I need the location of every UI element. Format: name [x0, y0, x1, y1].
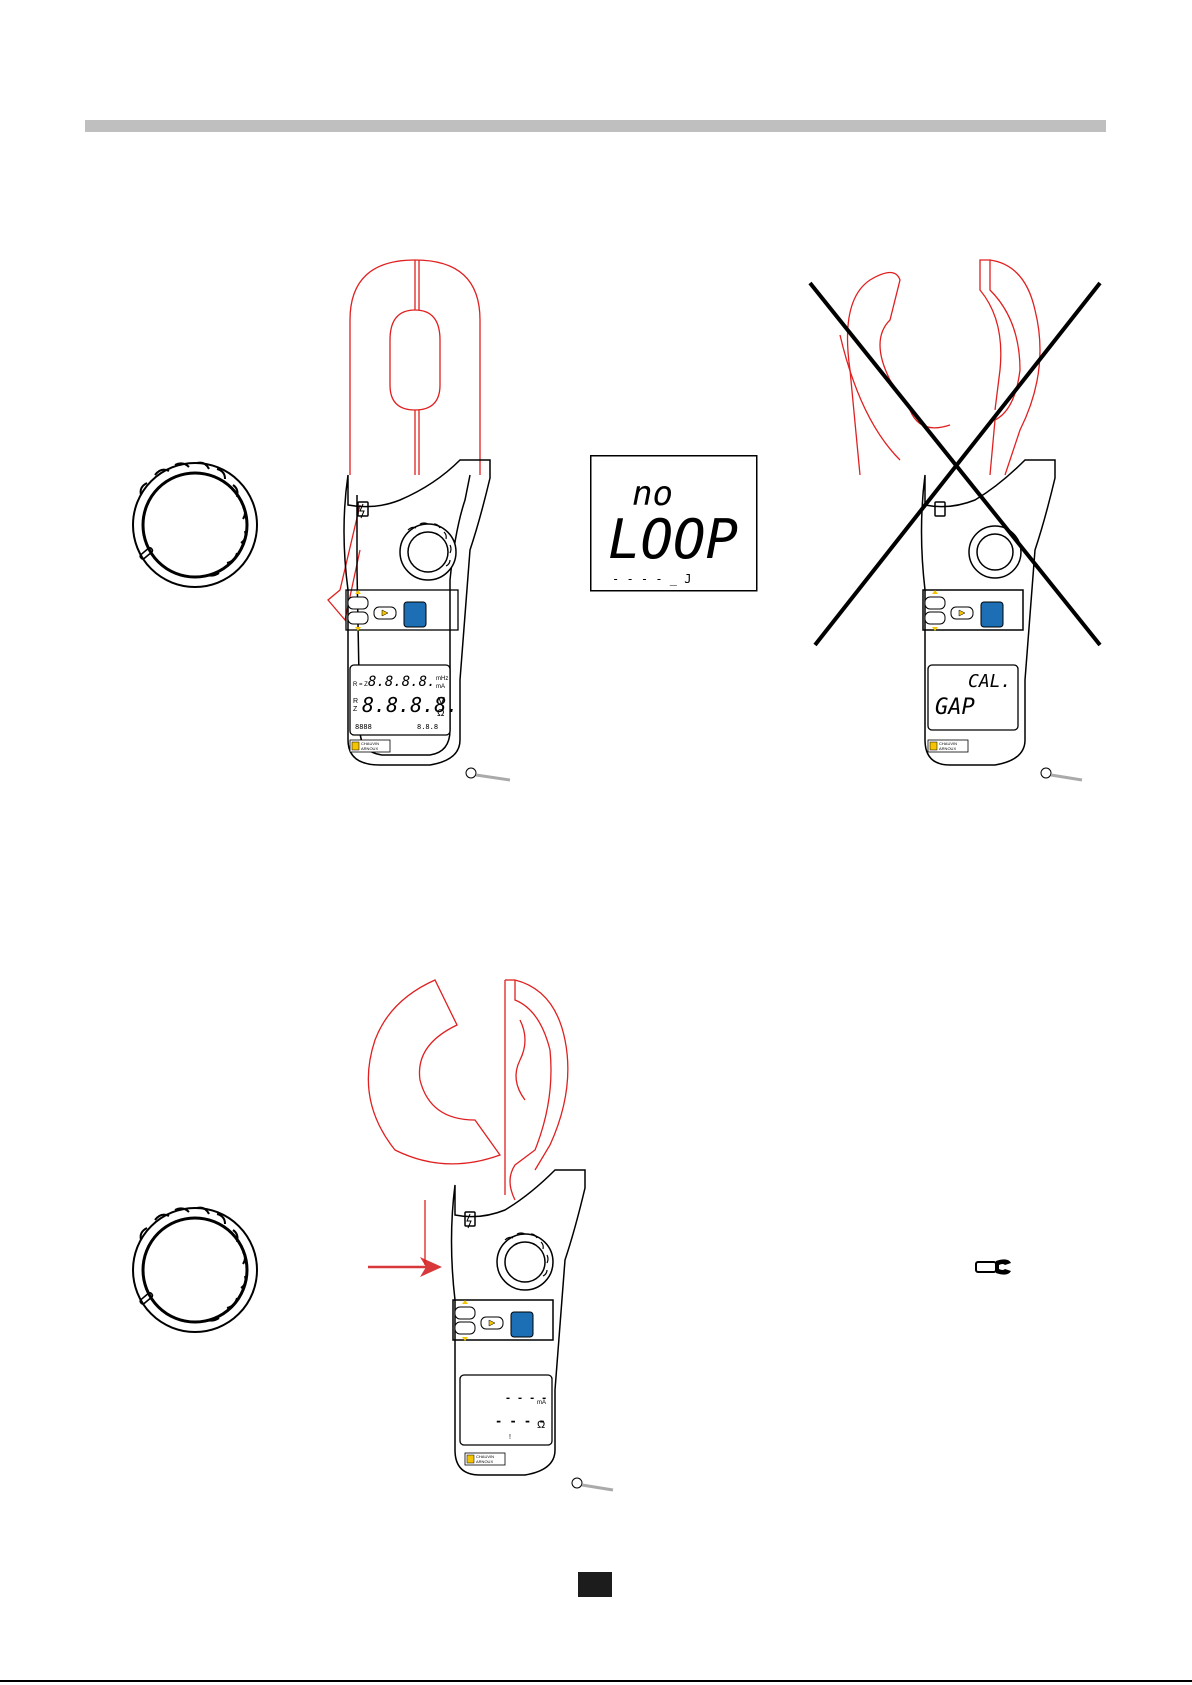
svg-text:8888: 8888: [355, 723, 372, 731]
svg-text:V: V: [438, 696, 445, 707]
svg-text:R = Z: R = Z: [353, 682, 368, 688]
svg-text:Z: Z: [353, 706, 358, 713]
svg-text:LOOP: LOOP: [608, 508, 738, 571]
svg-text:Ω: Ω: [537, 1419, 545, 1431]
svg-text:ARNOUX: ARNOUX: [939, 746, 956, 751]
svg-text:8.8.8.8.: 8.8.8.8.: [368, 674, 435, 690]
rotary-dial-icon: [125, 455, 265, 595]
clamp-symbol-icon: [975, 1257, 1015, 1277]
page-number-box: [578, 1572, 612, 1597]
svg-text:8.8.8: 8.8.8: [417, 723, 438, 731]
svg-text:ARNOUX: ARNOUX: [361, 746, 378, 751]
svg-text:!: !: [509, 1434, 511, 1441]
svg-text:- - - - _ J: - - - - _ J: [612, 572, 691, 586]
svg-text:R: R: [353, 698, 358, 705]
rotary-dial-icon: [125, 1200, 265, 1340]
clamp-meter-icon: - - - - mA - - - - Ω ! CHAUVIN ARNOUX: [365, 980, 620, 1510]
svg-text:mHz: mHz: [436, 676, 448, 682]
cross-out-icon: [810, 283, 1105, 648]
svg-text:GAP: GAP: [935, 695, 975, 720]
clamp-meter-icon: 8.8.8.8. R = Z mHz mA R Z 8.8.8.8. V Ω 8…: [320, 260, 520, 790]
svg-text:mA: mA: [537, 1400, 546, 1406]
bottom-rule: [0, 1680, 1192, 1682]
header-rule: [85, 120, 1106, 132]
svg-text:Ω: Ω: [437, 708, 445, 719]
svg-text:CAL.: CAL.: [968, 671, 1011, 692]
no-loop-display: no LOOP - - - - _ J: [590, 455, 758, 592]
svg-text:mA: mA: [436, 684, 445, 690]
svg-text:ARNOUX: ARNOUX: [476, 1459, 493, 1464]
